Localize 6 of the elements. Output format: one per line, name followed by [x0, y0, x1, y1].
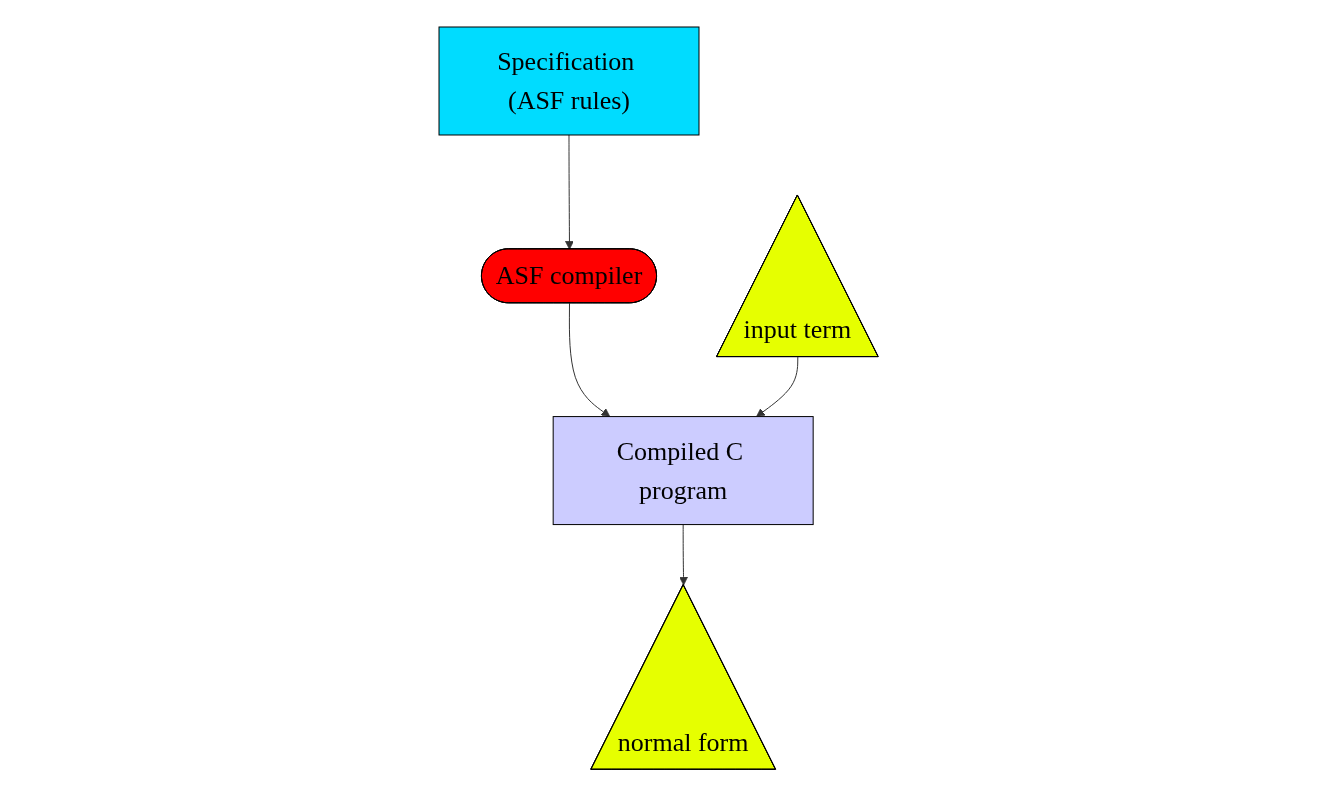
- arrow: [756, 356, 799, 418]
- node-box: Specification (ASF rules): [438, 26, 700, 136]
- arrow: [569, 303, 611, 418]
- arrow: [679, 524, 689, 586]
- node-box: Compiled C program: [553, 416, 815, 526]
- arrow: [565, 134, 575, 251]
